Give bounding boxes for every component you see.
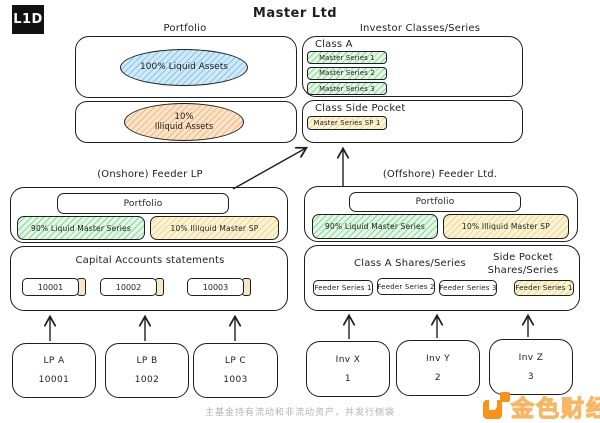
master-illiquid-box: 10% Illiquid Assets — [75, 101, 297, 143]
master-series-2: Master Series 2 — [307, 66, 387, 80]
account-10002: 10002 — [100, 278, 164, 296]
feeder-series-2: Feeder Series 2 — [377, 278, 435, 295]
inv-z-value: 3 — [527, 371, 535, 382]
offshore-illiquid-box: 10% Illiquid Master SP — [443, 214, 569, 239]
lp-b-name: LP B — [136, 356, 158, 366]
lp-a-name: LP A — [43, 356, 65, 366]
capital-accounts-label: Capital Accounts statements — [75, 255, 225, 266]
class-side-pocket-label: Class Side Pocket — [315, 103, 406, 114]
account-number: 10002 — [100, 278, 157, 296]
onshore-illiquid-box: 10% Illiquid Master SP — [150, 216, 279, 240]
side-pocket-feeder-series-1: Feeder Series 1 — [514, 280, 574, 296]
master-series-3: Master Series 3 — [307, 82, 387, 95]
onshore-feeder-box: Portfolio 90% Liquid Master Series 10% I… — [10, 187, 288, 243]
master-series-1: Master Series 1 — [307, 51, 387, 64]
offshore-shares-box: Class A Shares/Series Side Pocket Shares… — [304, 245, 580, 311]
investor-classes-label: Investor Classes/Series — [359, 23, 481, 34]
lp-b-box: LP B 1002 — [105, 343, 189, 398]
illiquid-assets-label: Illiquid Assets — [154, 122, 214, 132]
class-a-box: Class A Master Series 1 Master Series 2 … — [302, 36, 523, 97]
caption-text: 主基金持有流动和非流动资产，并发行侧袋 — [204, 408, 395, 418]
master-portfolio-label: Portfolio — [163, 23, 207, 34]
class-a-shares-label: Class A Shares/Series — [354, 258, 466, 269]
account-number: 10001 — [22, 278, 79, 296]
class-a-label: Class A — [315, 39, 353, 50]
offshore-feeder-label: (Offshore) Feeder Ltd. — [382, 169, 498, 180]
onshore-liquid-box: 90% Liquid Master Series — [17, 216, 145, 240]
lp-b-value: 1002 — [134, 375, 160, 385]
side-pocket-shares-label: Side Pocket Shares/Series — [487, 252, 559, 276]
onshore-feeder-label: (Onshore) Feeder LP — [97, 169, 203, 180]
liquid-assets-ellipse: 100% Liquid Assets — [120, 49, 248, 86]
liquid-assets-label: 100% Liquid Assets — [140, 62, 228, 73]
master-series-sp-1: Master Series SP 1 — [307, 116, 387, 130]
inv-x-name: Inv X — [335, 354, 361, 365]
inv-y-name: Inv Y — [425, 353, 451, 364]
lp-c-value: 1003 — [223, 375, 248, 385]
feeder-series-3: Feeder Series 3 — [439, 280, 497, 296]
lp-c-box: LP C 1003 — [193, 343, 278, 398]
l1d-logo: L1D — [12, 5, 44, 34]
inv-z-name: Inv Z — [518, 352, 544, 363]
offshore-portfolio-box: Portfolio — [349, 192, 521, 212]
inv-x-box: Inv X 1 — [306, 341, 390, 397]
account-number: 10003 — [187, 278, 244, 296]
illiquid-pct-label: 10% — [174, 111, 194, 122]
lp-a-value: 10001 — [38, 375, 70, 385]
diagram-title: Master Ltd — [252, 6, 338, 21]
lp-a-box: LP A 10001 — [12, 343, 96, 398]
onshore-portfolio-box: Portfolio — [57, 193, 229, 214]
feeder-series-1: Feeder Series 1 — [313, 280, 373, 296]
capital-accounts-box: Capital Accounts statements 10001 10002 … — [10, 246, 288, 311]
inv-z-box: Inv Z 3 — [489, 339, 573, 395]
account-10003: 10003 — [187, 278, 251, 296]
offshore-liquid-box: 90% Liquid Master Series — [312, 214, 438, 239]
lp-c-name: LP C — [224, 356, 247, 366]
account-10001: 10001 — [22, 278, 86, 296]
inv-y-value: 2 — [434, 372, 442, 383]
watermark-text: 金色财经 — [510, 395, 600, 422]
inv-x-value: 1 — [344, 373, 352, 384]
master-liquid-box: 100% Liquid Assets — [75, 36, 297, 98]
class-side-pocket-box: Class Side Pocket Master Series SP 1 — [302, 100, 523, 143]
inv-y-box: Inv Y 2 — [396, 340, 480, 396]
jinse-logo-icon — [483, 392, 510, 419]
offshore-feeder-box: Portfolio 90% Liquid Master Series 10% I… — [304, 186, 578, 242]
illiquid-assets-ellipse: 10% Illiquid Assets — [124, 103, 244, 141]
